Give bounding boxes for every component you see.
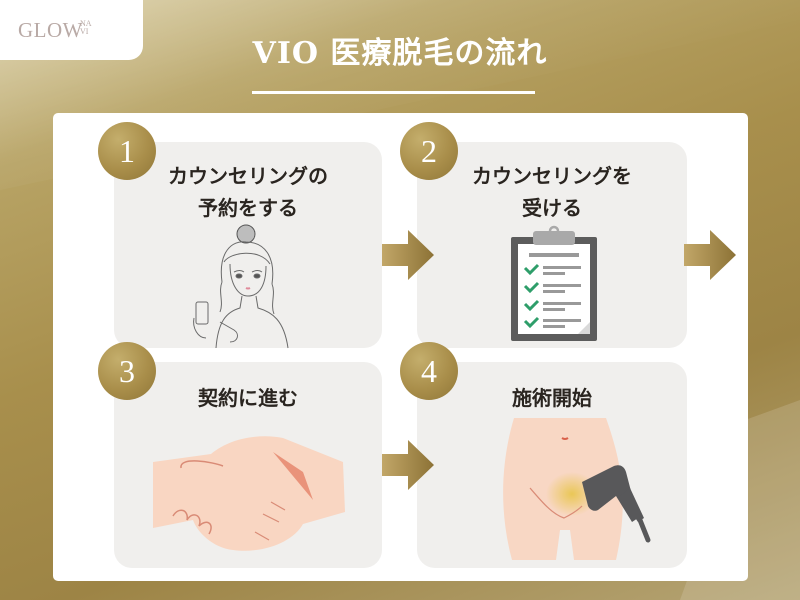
step-number-badge-4: 4 xyxy=(400,342,458,400)
step-label-1: カウンセリングの 予約をする xyxy=(114,160,382,224)
woman-with-phone-illustration xyxy=(193,224,289,349)
step-label-3: 契約に進む xyxy=(114,382,382,414)
step-number-badge-2: 2 xyxy=(400,122,458,180)
handshake-illustration xyxy=(153,436,345,551)
arrow-right-icon xyxy=(382,230,434,280)
step-label-2-line1: カウンセリングを xyxy=(472,164,632,188)
page-title: VIO 医療脱毛の流れ xyxy=(252,36,548,71)
step-label-1-line1: カウンセリングの xyxy=(168,164,328,188)
logo[interactable]: GLOW NA VI xyxy=(0,0,143,60)
step-label-2: カウンセリングを 受ける xyxy=(417,160,687,224)
arrow-right-icon xyxy=(382,440,434,490)
logo-sup-bottom: VI xyxy=(79,27,89,36)
step-number-badge-3: 3 xyxy=(98,342,156,400)
step-number-badge-1: 1 xyxy=(98,122,156,180)
logo-sup-top: NA xyxy=(79,19,92,28)
step-label-4: 施術開始 xyxy=(417,382,687,414)
step-label-3-line1: 契約に進む xyxy=(198,386,298,410)
step-label-2-line2: 受ける xyxy=(522,196,582,220)
arrow-right-icon xyxy=(684,230,736,280)
step-label-4-line1: 施術開始 xyxy=(512,386,592,410)
title-underline xyxy=(252,91,535,94)
step-card-1 xyxy=(114,142,382,348)
logo-superscript: NA VI xyxy=(80,20,92,36)
step-label-1-line2: 予約をする xyxy=(198,196,298,220)
laser-treatment-illustration xyxy=(503,418,651,560)
clipboard-checklist-illustration xyxy=(511,225,597,341)
logo-text: GLOW xyxy=(18,17,83,42)
